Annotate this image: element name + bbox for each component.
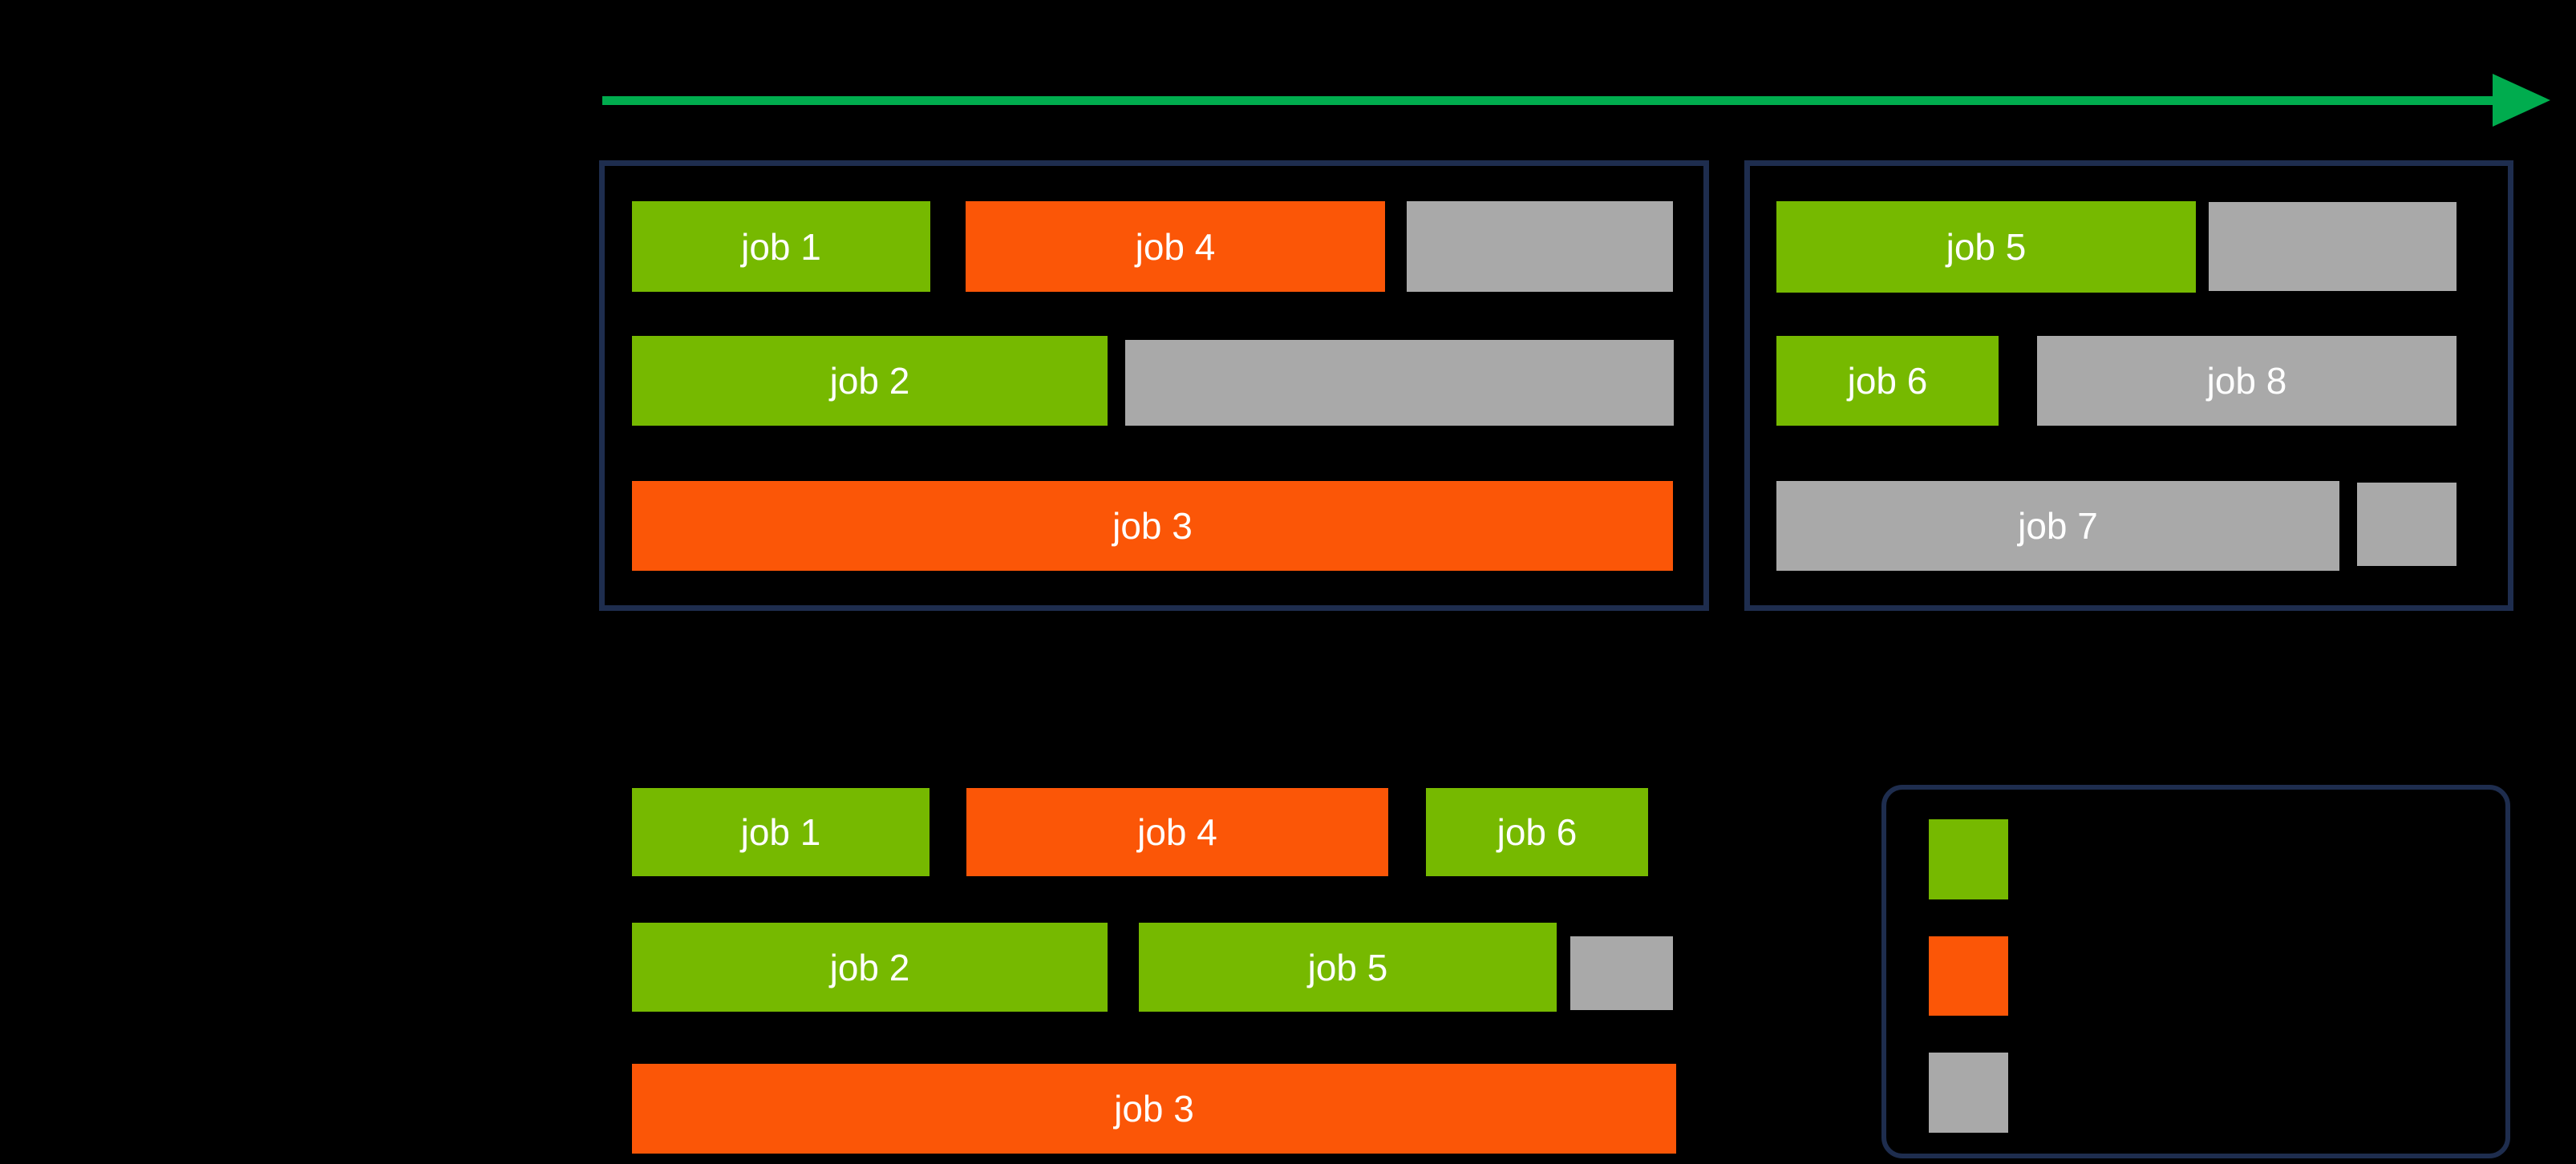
job-bar-top-unlabeled-1: [1407, 201, 1673, 292]
job-bar-bottom-job3: job 3: [632, 1064, 1676, 1154]
job-bar-top-job7: job 7: [1776, 481, 2339, 571]
job-bar-bottom-unlabeled-5: [1570, 936, 1673, 1010]
legend-swatch-gray: [1929, 1053, 2008, 1133]
job-bar-top-job6: job 6: [1776, 336, 1999, 426]
job-bar-top-unlabeled-3: [2209, 202, 2457, 291]
legend-box: [1881, 785, 2510, 1158]
job-bar-top-job3: job 3: [632, 481, 1673, 571]
timeline-arrow-line: [602, 96, 2495, 105]
job-bar-top-job2: job 2: [632, 336, 1108, 426]
job-bar-bottom-job5: job 5: [1139, 923, 1557, 1012]
job-bar-bottom-job4: job 4: [966, 788, 1388, 876]
legend-swatch-green: [1929, 819, 2008, 899]
job-bar-bottom-job1: job 1: [632, 788, 930, 876]
job-bar-top-job1: job 1: [632, 201, 930, 292]
job-bar-top-unlabeled-4: [2357, 483, 2457, 566]
job-bar-top-unlabeled-2: [1125, 340, 1674, 426]
job-bar-top-job8: job 8: [2037, 336, 2457, 426]
legend-swatch-orange: [1929, 936, 2008, 1016]
job-bar-bottom-job2: job 2: [632, 923, 1108, 1012]
top-box-right: [1744, 160, 2513, 611]
job-bar-top-job5: job 5: [1776, 201, 2196, 293]
job-bar-bottom-job6: job 6: [1426, 788, 1648, 876]
timeline-arrow-head-icon: [2493, 74, 2550, 127]
top-box-left: [599, 160, 1709, 611]
job-bar-top-job4: job 4: [966, 201, 1385, 292]
